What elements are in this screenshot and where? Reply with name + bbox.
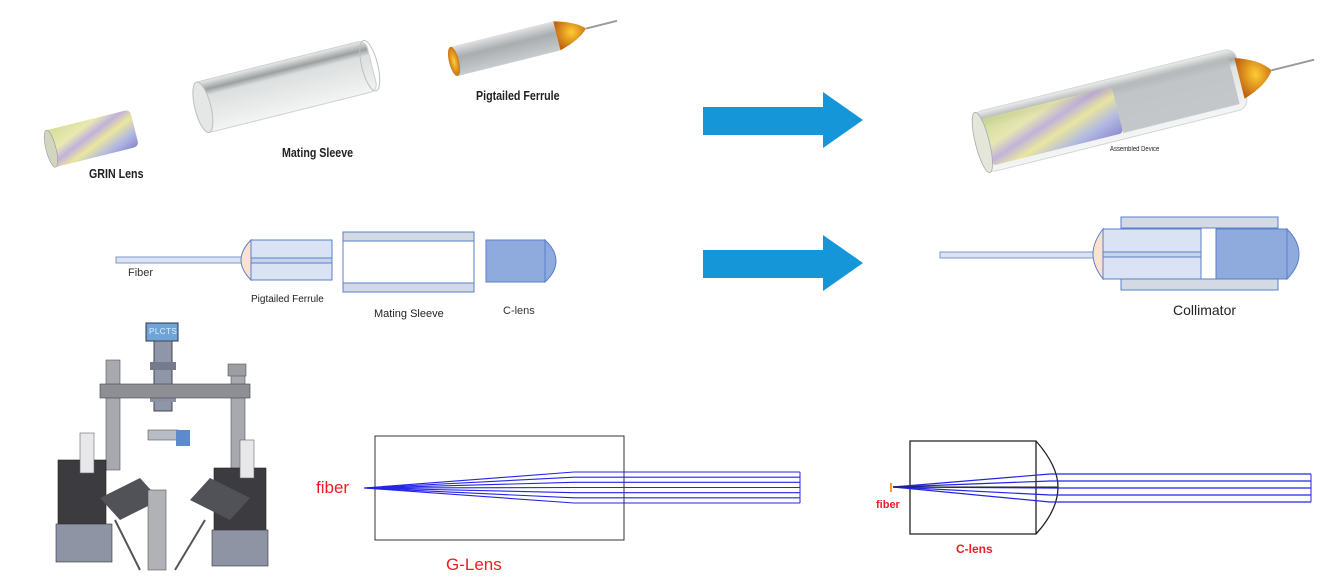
grin-lens-image [43,110,138,168]
glens-ray [363,487,800,504]
collimator-shape [939,216,1300,291]
clens-ray [892,486,1311,496]
fiber-label: Fiber [128,267,154,279]
mating-sleeve-schematic-label: Mating Sleeve [374,308,444,320]
clens-ray [892,473,1311,488]
glens-label: G-Lens [446,555,502,574]
glens-ray [363,487,800,494]
pigtailed-ferrule-schematic-label: Pigtailed Ferrule [251,294,324,305]
clens-ray [892,486,1311,503]
arrow-icon [703,235,863,291]
clens-rays [892,473,1312,503]
c-lens-shape [485,238,557,284]
glens-ray [363,486,800,489]
alignment-machine-image [55,322,269,571]
clens-label: C-lens [956,542,993,556]
grin-lens-label: GRIN Lens [89,166,144,181]
pigtailed-ferrule-label: Pigtailed Ferrule [476,88,560,103]
c-lens-schematic-label: C-lens [503,305,535,317]
clens-ray [892,480,1311,488]
arrow-icon [703,92,863,148]
pigtailed-ferrule-image [447,19,618,77]
assembled-device-image [971,49,1315,173]
glens-ray [363,476,800,489]
glens-fiber-label: fiber [316,478,350,497]
pigtailed-ferrule-shape [240,238,333,282]
glens-ray [363,481,800,489]
mating-sleeve-shape [342,231,475,293]
assembled-device-label: Assembled Device [1110,146,1160,153]
collimator-label: Collimator [1173,302,1237,318]
glens-ray [363,471,800,489]
glens-ray [363,487,800,499]
machine-badge: PLCTS [149,327,178,336]
glens-rays [363,471,801,504]
clens-fiber-label: fiber [876,499,900,511]
mating-sleeve-image [192,39,381,134]
mating-sleeve-label: Mating Sleeve [282,145,354,160]
